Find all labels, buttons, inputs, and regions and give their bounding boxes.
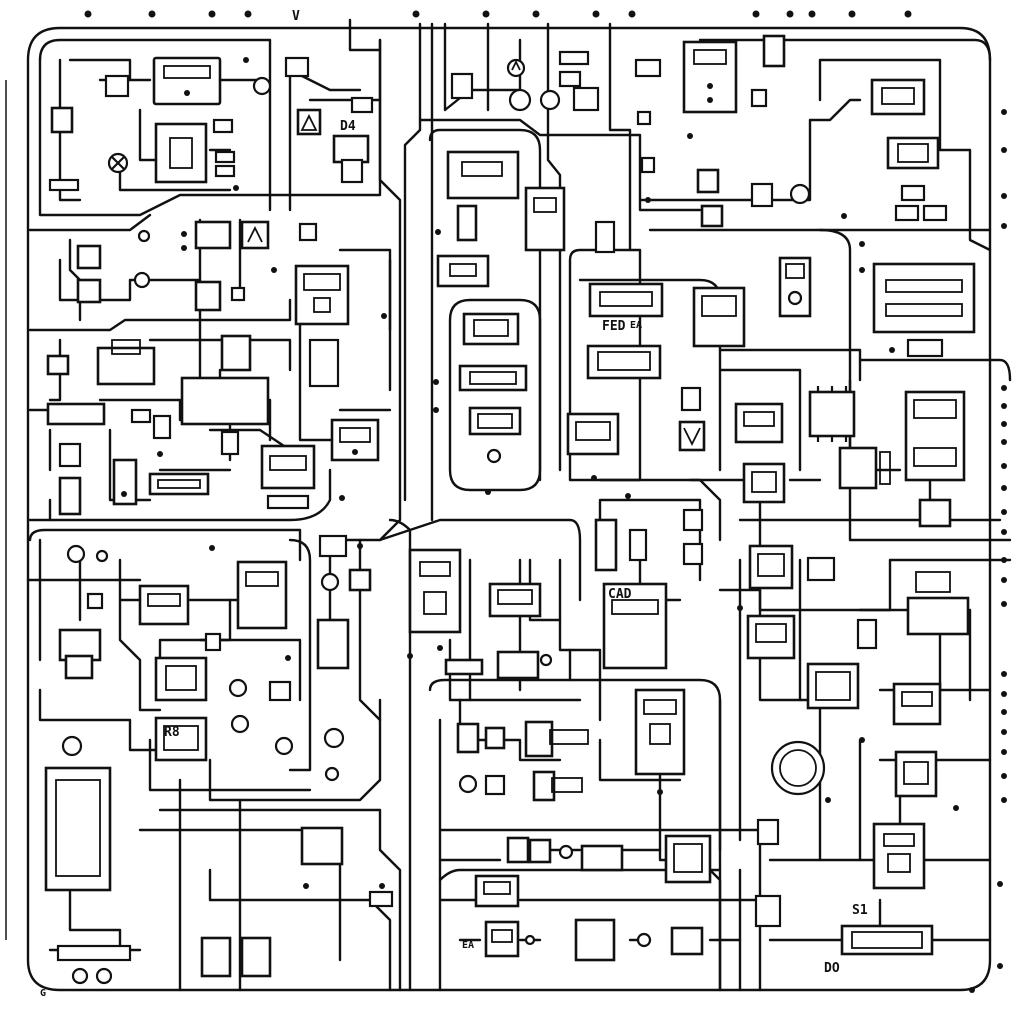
label-do: DO (824, 961, 840, 976)
top-edge-dots (84, 10, 912, 18)
label-s1: S1 (852, 903, 868, 918)
display-module-top (436, 150, 566, 288)
label-cad: CAD (608, 587, 632, 602)
ea-cad-panels (602, 582, 686, 776)
junction-dots (121, 57, 1003, 993)
relay-block-top-left (107, 118, 236, 184)
ic-module-top-left (104, 56, 272, 106)
lcd-module-left (220, 264, 350, 388)
right-lower-components (746, 544, 970, 956)
label-top-v: V (292, 9, 300, 24)
warning-block (284, 56, 374, 184)
center-ic-upper (458, 312, 528, 464)
power-module-top-right (636, 34, 786, 228)
display-panel-center (566, 282, 746, 456)
label-fed: FED (602, 319, 626, 334)
relay-left-mid (46, 339, 156, 386)
lower-center-components (316, 508, 704, 680)
label-bottom-left-g: G (40, 988, 46, 999)
microcontroller-right (734, 386, 966, 528)
sensor-module-right (778, 256, 976, 358)
right-edge-dots (1001, 109, 1007, 803)
ic-chip-right (594, 78, 948, 254)
label-ea: EA (630, 320, 642, 331)
label-d4: D4 (340, 119, 356, 134)
processor-block-left (46, 376, 270, 468)
switch-bank-left (76, 220, 318, 312)
connector-block-center-left (260, 418, 380, 510)
board-outline (5, 26, 992, 992)
capacitor-bank-left (58, 458, 210, 516)
label-r8: R8 (164, 725, 180, 740)
bottom-center-components (56, 720, 712, 985)
top-center-symbols (450, 50, 662, 112)
label-ea-small: EA (462, 940, 474, 951)
lower-left-components (44, 544, 345, 892)
connector-left-top (48, 106, 80, 192)
